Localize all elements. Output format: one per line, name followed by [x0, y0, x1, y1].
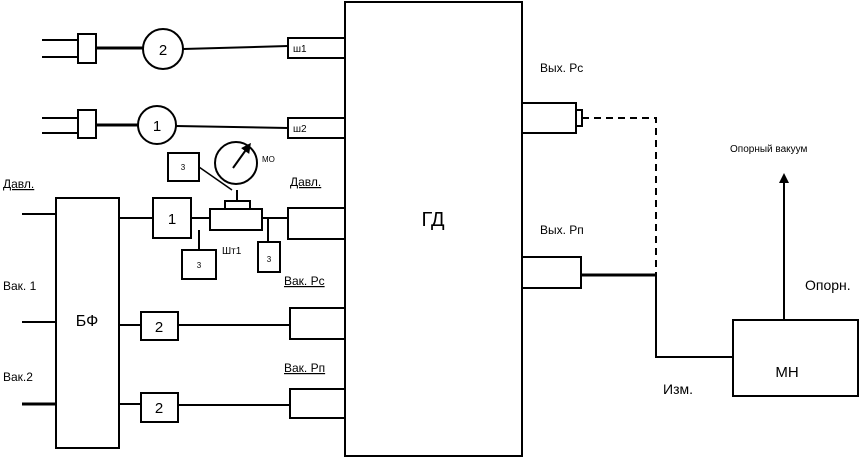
out-pc-port — [521, 102, 577, 134]
vac-pp-line: 2 Вак. Рп — [119, 361, 346, 423]
port-pressure — [287, 207, 346, 240]
valve-sht1 — [209, 208, 263, 231]
unit-2b — [140, 392, 179, 423]
port-vac-pp-label: Вак. Рп — [284, 361, 325, 375]
unit-3-top-label: 3 — [181, 163, 186, 172]
input-vac1-label: Вак. 1 — [3, 279, 37, 293]
gauge-1-label: 1 — [153, 118, 161, 135]
port-vac-pp — [289, 388, 346, 419]
vac-pc-line: 2 Вак. Рс — [119, 274, 346, 341]
unit-3-left-label: 3 — [197, 261, 202, 270]
filter-block-bf-label: БФ — [76, 313, 98, 330]
connector-sh2-label: ш2 — [293, 124, 307, 135]
main-block-gd-label: ГД — [421, 209, 444, 231]
out-pp-port — [521, 256, 582, 289]
unit-1 — [152, 197, 192, 239]
output-pp: Вых. Рп — [521, 223, 733, 358]
unit-3-top — [167, 152, 200, 182]
output-pc: Вых. Рс — [521, 61, 657, 275]
manometer-mo-label: МО — [262, 155, 275, 164]
gauge-2-label: 2 — [159, 42, 167, 59]
input-pressure-label: Давл. — [3, 177, 34, 191]
valve-sht1-label: Шт1 — [222, 246, 242, 257]
unit-3-left — [181, 249, 217, 280]
port-vac-pc-label: Вак. Рс — [284, 274, 325, 288]
out-pc-nipple — [575, 109, 583, 127]
plug-connector-second — [77, 109, 97, 139]
gauge-1 — [137, 105, 177, 145]
pump-mn — [732, 319, 859, 397]
main-block-gd — [344, 1, 523, 457]
pressure-line: 1 Шт1 Давл. МО 3 3 3 — [119, 141, 346, 280]
top-line-1: 2 ш1 — [42, 28, 346, 70]
out-pp-label: Вых. Рп — [540, 223, 584, 237]
port-pressure-label: Давл. — [290, 175, 321, 189]
pump-ref-label: Опорн. — [805, 277, 851, 293]
plug-connector-top — [77, 33, 97, 64]
pump-mn-label: МН — [775, 364, 798, 381]
unit-2a-label: 2 — [155, 319, 163, 336]
connector-sh1-label: ш1 — [293, 44, 307, 55]
out-pc-label: Вых. Рс — [540, 61, 583, 75]
pump-ref-vacuum-label: Опорный вакуум — [730, 144, 808, 155]
top-line-2: 1 ш2 — [42, 105, 346, 145]
pump-mn-group: МН Изм. Опорн. Опорный вакуум — [663, 144, 859, 397]
unit-1-label: 1 — [168, 211, 176, 228]
unit-2b-label: 2 — [155, 400, 163, 417]
filter-block-bf — [55, 197, 120, 449]
unit-3-right-label: 3 — [267, 255, 272, 264]
pump-meas-label: Изм. — [663, 381, 693, 397]
unit-3-right — [257, 241, 281, 273]
port-vac-pc — [289, 307, 346, 340]
input-vac2-label: Вак.2 — [3, 370, 33, 384]
